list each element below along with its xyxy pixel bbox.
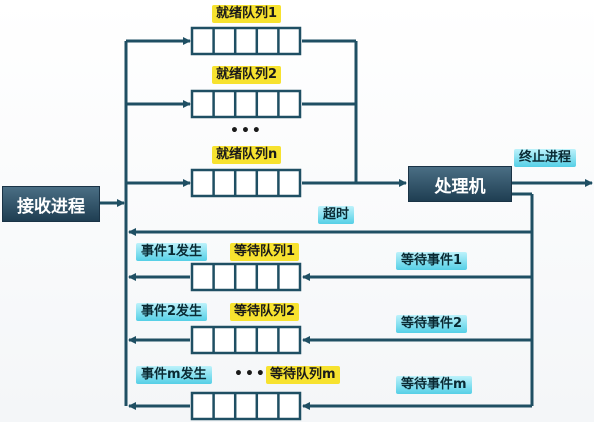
- ready-queue-ellipsis: •••: [230, 123, 263, 139]
- timeout-label: 超时: [318, 206, 355, 224]
- wait-queue-2: [190, 325, 302, 355]
- ready-queue-n: [190, 168, 302, 198]
- ready-queue-2: [190, 89, 302, 119]
- wait-queue-label-2: 等待队列2: [230, 303, 300, 321]
- receive-process-label: 接收进程: [17, 196, 85, 217]
- processor-box: 处理机: [408, 166, 512, 202]
- event-occurred-label-2: 事件2发生: [136, 303, 208, 321]
- wait-queue-label-m: 等待队列m: [266, 366, 340, 384]
- waiting-event-label-1: 等待事件1: [396, 252, 468, 270]
- receive-process-box: 接收进程: [2, 186, 100, 222]
- event-occurred-label-1: 事件1发生: [136, 243, 208, 261]
- wait-queue-1: [190, 262, 302, 292]
- ready-queue-label-2: 就绪队列2: [212, 66, 282, 84]
- ready-queue-label-1: 就绪队列1: [212, 5, 282, 23]
- waiting-event-label-2: 等待事件2: [396, 315, 468, 333]
- ready-queue-label-n: 就绪队列n: [212, 146, 282, 164]
- processor-label: 处理机: [434, 176, 486, 197]
- event-occurred-label-m: 事件m发生: [136, 366, 212, 384]
- terminate-label: 终止进程: [514, 149, 577, 167]
- ready-queue-1: [190, 26, 302, 56]
- wait-queue-ellipsis: •••: [234, 366, 267, 382]
- wait-queue-m: [190, 391, 302, 421]
- waiting-event-label-m: 等待事件m: [396, 376, 472, 394]
- wait-queue-label-1: 等待队列1: [230, 243, 300, 261]
